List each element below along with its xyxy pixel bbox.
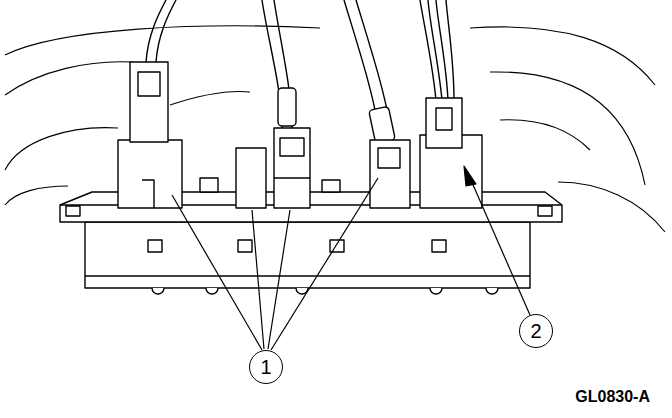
foot (206, 288, 218, 294)
tab (200, 178, 218, 192)
wire (446, 0, 454, 100)
connector-latch (280, 138, 304, 156)
harness-line (470, 27, 655, 85)
harness-line (170, 92, 250, 105)
harness-line (5, 62, 132, 95)
wire (428, 0, 442, 100)
connector-window (436, 108, 452, 130)
wire (420, 0, 436, 100)
wires (146, 0, 454, 144)
slot (330, 240, 344, 252)
callout-number: 1 (260, 357, 271, 377)
foot (430, 288, 442, 294)
wire-sleeve (278, 88, 296, 126)
wire (146, 0, 166, 62)
figure-code: GL0830-A (575, 388, 650, 406)
connector-plug (426, 98, 462, 148)
harness-line (490, 72, 645, 185)
connector-detail (274, 177, 310, 178)
lower-body (85, 222, 530, 288)
tab (322, 180, 340, 192)
arrowhead (464, 166, 476, 186)
wire (156, 0, 176, 62)
harness-line (5, 128, 118, 170)
leader-line (268, 210, 290, 349)
leader-line (271, 178, 378, 350)
harness-background (5, 26, 665, 232)
harness-line (558, 182, 665, 232)
slot (148, 240, 162, 252)
callout-number: 2 (530, 321, 541, 341)
harness-line (5, 186, 68, 205)
connector-body (236, 148, 266, 208)
connector-detail (138, 72, 160, 208)
foot (486, 288, 498, 294)
lower-edge (85, 275, 530, 276)
leader-line (470, 178, 530, 315)
wire-sleeve (369, 106, 396, 143)
connectors (118, 62, 482, 208)
leader-lines (172, 166, 530, 350)
tab (538, 206, 552, 216)
wire (436, 0, 448, 100)
slot (432, 240, 446, 252)
connector-body (274, 128, 310, 208)
foot (152, 288, 164, 294)
leader-line (252, 210, 264, 349)
leader-line (172, 195, 262, 350)
harness-line (500, 120, 590, 150)
connector-latch (378, 148, 400, 168)
callout-circle: 2 (519, 314, 553, 348)
connector-body (370, 140, 410, 208)
tab (66, 206, 80, 216)
callout-circle: 1 (249, 350, 283, 384)
slot (238, 240, 252, 252)
